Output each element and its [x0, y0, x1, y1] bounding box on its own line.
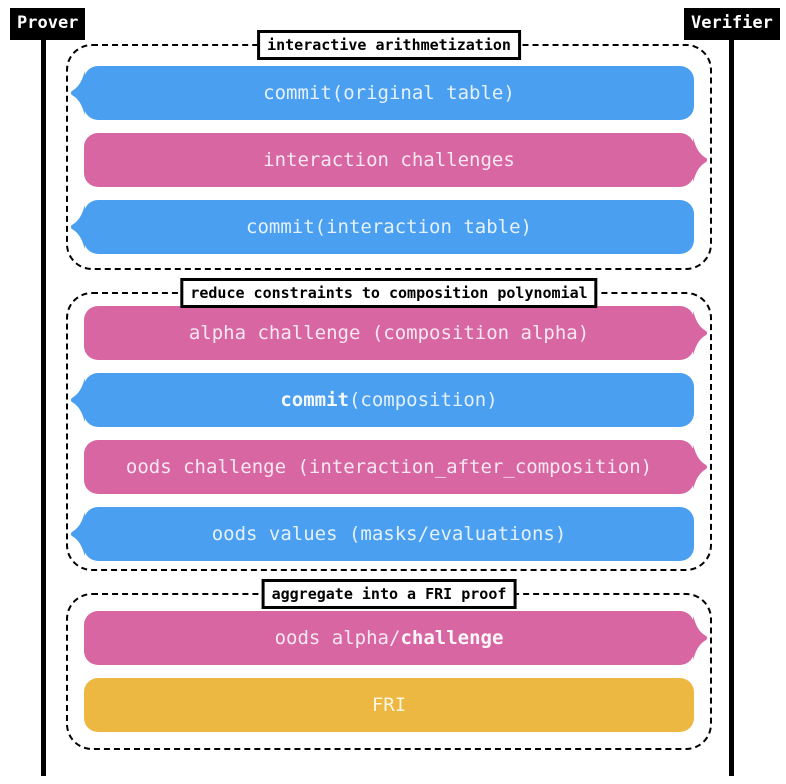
message-text: FRI — [372, 694, 406, 716]
phase-sections-container: interactive arithmetization commit(origi… — [66, 30, 712, 750]
message-bubble: interaction challenges — [84, 133, 708, 187]
message-bubble: commit(interaction table) — [70, 200, 694, 254]
message-text: commit(composition) — [280, 389, 497, 411]
message-text-segment: commit — [280, 389, 349, 411]
phase-section: reduce constraints to composition polyno… — [66, 278, 712, 571]
message-bubble: oods alpha/challenge — [84, 611, 708, 665]
message-bubble: FRI — [84, 678, 694, 732]
message-text: oods alpha/challenge — [275, 627, 504, 649]
message-text: interaction challenges — [263, 149, 515, 171]
bubble-tail-icon — [70, 205, 85, 249]
bubble-tail-icon — [70, 512, 85, 556]
message-text-segment: alpha challenge (composition alpha) — [188, 322, 590, 344]
verifier-label: Verifier — [684, 8, 780, 40]
message-text: alpha challenge (composition alpha) — [189, 322, 589, 344]
message-text: oods values (masks/evaluations) — [212, 523, 567, 545]
message-text: oods challenge (interaction_after_compos… — [126, 456, 652, 478]
messages-container: oods alpha/challenge FRI — [68, 595, 710, 748]
message-text-segment: commit(interaction table) — [246, 216, 532, 238]
message-text: commit(original table) — [263, 82, 515, 104]
bubble-tail-icon — [70, 71, 85, 115]
message-text-segment: oods challenge (interaction_after_compos… — [125, 456, 653, 478]
message-text-segment: oods alpha/ — [274, 627, 401, 649]
bubble-tail-icon — [70, 378, 85, 422]
messages-container: commit(original table) interaction chall… — [68, 46, 710, 268]
message-text-segment: FRI — [371, 694, 407, 716]
messages-container: alpha challenge (composition alpha) comm… — [68, 294, 710, 569]
phase-title: reduce constraints to composition polyno… — [180, 278, 598, 309]
message-text: commit(interaction table) — [246, 216, 532, 238]
bubble-tail-icon — [693, 445, 708, 489]
phase-section: aggregate into a FRI proof oods alpha/ch… — [66, 579, 712, 750]
bubble-tail-icon — [693, 138, 708, 182]
message-text-segment: challenge — [400, 627, 504, 649]
message-text-segment: commit(original table) — [263, 82, 515, 104]
bubble-tail-icon — [693, 616, 708, 660]
message-bubble: commit(original table) — [70, 66, 694, 120]
verifier-lifeline — [729, 36, 734, 776]
prover-lifeline — [41, 36, 46, 776]
bubble-tail-icon — [693, 311, 708, 355]
phase-title: aggregate into a FRI proof — [261, 579, 517, 610]
message-text-segment: oods values (masks/evaluations) — [211, 523, 567, 545]
message-text-segment: interaction challenges — [263, 149, 515, 171]
message-text-segment: (composition) — [348, 389, 498, 411]
message-bubble: oods values (masks/evaluations) — [70, 507, 694, 561]
phase-title: interactive arithmetization — [257, 30, 521, 61]
message-bubble: alpha challenge (composition alpha) — [84, 306, 708, 360]
phase-section: interactive arithmetization commit(origi… — [66, 30, 712, 270]
message-bubble: oods challenge (interaction_after_compos… — [84, 440, 708, 494]
message-bubble: commit(composition) — [70, 373, 694, 427]
prover-label: Prover — [10, 8, 86, 40]
